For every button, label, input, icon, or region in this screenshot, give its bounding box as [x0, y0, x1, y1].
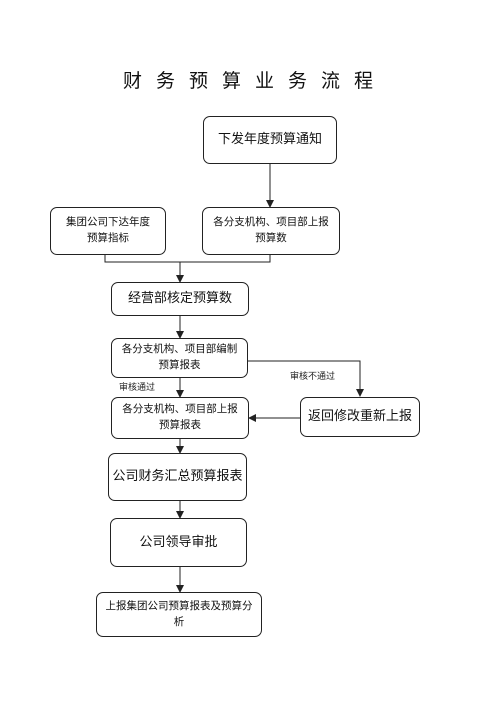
edge-label-approved: 审核通过: [119, 383, 156, 393]
flowchart-title: 财务预算业务流程: [122, 70, 387, 92]
node-ops-verify: 经营部核定预算数: [111, 282, 249, 316]
node-branch-submit: 各分支机构、项目部上报预算报表: [111, 397, 249, 439]
node-leader-approve: 公司领导审批: [110, 518, 247, 567]
node-finance-summary: 公司财务汇总预算报表: [108, 453, 247, 501]
node-notice: 下发年度预算通知: [203, 116, 337, 164]
edge-label-rejected: 审核不通过: [290, 372, 336, 382]
node-branch-report: 各分支机构、项目部上报预算数: [202, 207, 340, 255]
node-return-revise: 返回修改重新上报: [300, 397, 420, 437]
node-group-issue: 集团公司下达年度预算指标: [50, 207, 166, 255]
node-branch-compile: 各分支机构、项目部编制预算报表: [111, 338, 248, 378]
node-report-group: 上报集团公司预算报表及预算分析: [96, 592, 262, 637]
edge-compile-to-return: [247, 360, 364, 397]
